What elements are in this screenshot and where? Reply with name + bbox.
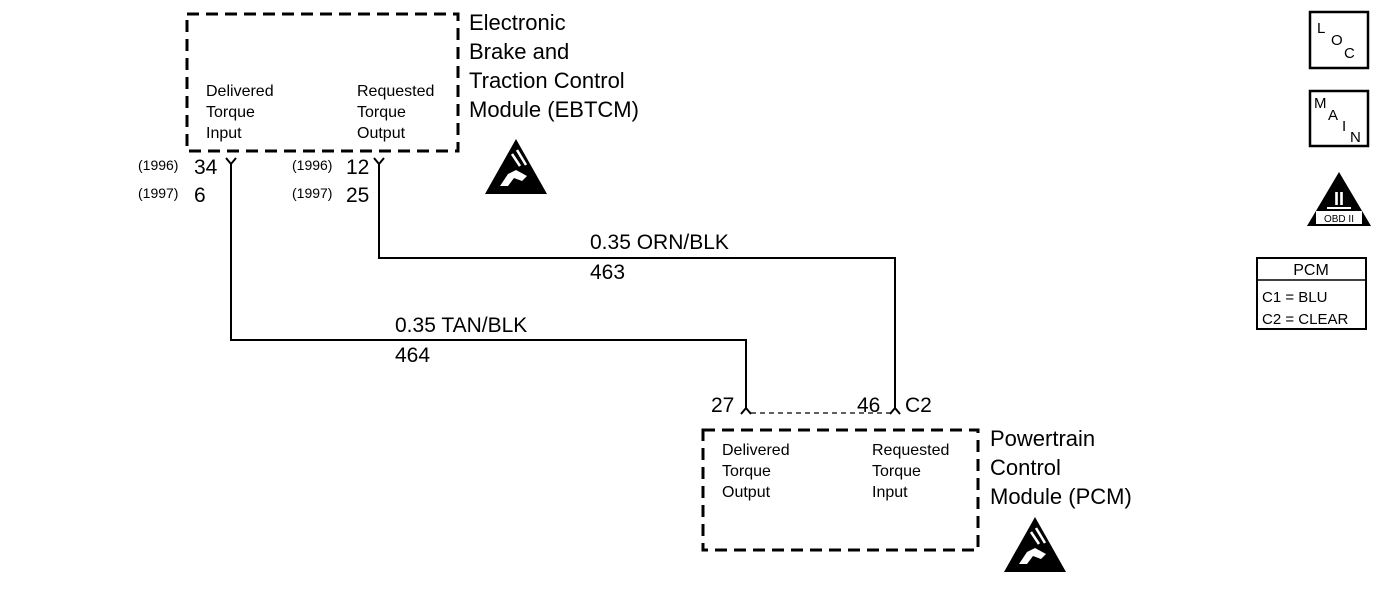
ebtcm-left-pin-1996: 34 bbox=[194, 156, 218, 179]
pcm-title-line-3: Module (PCM) bbox=[990, 484, 1132, 509]
ebtcm-left-func-2: Torque bbox=[206, 104, 255, 121]
loc-letter-o: O bbox=[1331, 32, 1343, 49]
ebtcm-left-terminal-symbol bbox=[225, 157, 237, 166]
main-letter-i: I bbox=[1342, 118, 1346, 135]
wire-464-circuit: 464 bbox=[395, 344, 430, 367]
esd-warning-icon bbox=[485, 139, 547, 194]
pcm-pin-27-terminal-symbol bbox=[740, 406, 752, 415]
ebtcm-left-pin-1997: 6 bbox=[194, 184, 206, 207]
main-legend-box: M A I N bbox=[1308, 89, 1370, 148]
pcm-left-func-1: Delivered bbox=[722, 442, 790, 459]
ebtcm-left-pin-year-1996: (1996) bbox=[138, 157, 178, 173]
ebtcm-right-pin-1996: 12 bbox=[346, 156, 369, 179]
wire-464: 0.35 TAN/BLK 464 bbox=[225, 157, 752, 415]
loc-letter-l: L bbox=[1317, 20, 1325, 37]
ebtcm-left-func-3: Input bbox=[206, 125, 242, 142]
loc-legend-box: L O C bbox=[1308, 10, 1370, 70]
ebtcm-right-terminal-symbol bbox=[373, 157, 385, 166]
wire-463-label: 0.35 ORN/BLK bbox=[590, 231, 729, 254]
ebtcm-dashed-box bbox=[185, 12, 460, 153]
pcm-title-line-2: Control bbox=[990, 455, 1061, 480]
ebtcm-right-pin-1997: 25 bbox=[346, 184, 369, 207]
wire-464-label: 0.35 TAN/BLK bbox=[395, 314, 527, 337]
ebtcm-right-func-3: Output bbox=[357, 125, 406, 142]
ebtcm-title-line-1: Electronic bbox=[469, 10, 566, 35]
obd-ii-triangle-icon: II OBD II bbox=[1307, 172, 1371, 226]
obd-label: OBD II bbox=[1324, 214, 1354, 225]
ebtcm-right-pin-year-1996: (1996) bbox=[292, 157, 332, 173]
wire-463-circuit: 463 bbox=[590, 261, 625, 284]
ebtcm-right-func-1: Requested bbox=[357, 83, 434, 100]
pcm-pin-46: 46 bbox=[857, 394, 880, 417]
obd-roman-numeral: II bbox=[1334, 189, 1344, 209]
pcm-table-row-c2: C2 = CLEAR bbox=[1262, 311, 1348, 328]
pcm-right-func-3: Input bbox=[872, 484, 908, 501]
pcm-pin-27: 27 bbox=[711, 394, 734, 417]
ebtcm-right-func-2: Torque bbox=[357, 104, 406, 121]
esd-warning-icon bbox=[1004, 517, 1066, 572]
loc-letter-c: C bbox=[1344, 45, 1355, 62]
ebtcm-left-pin-year-1997: (1997) bbox=[138, 185, 178, 201]
pcm-left-func-3: Output bbox=[722, 484, 771, 501]
pcm-right-func-2: Torque bbox=[872, 463, 921, 480]
pcm-pin-46-terminal-symbol bbox=[889, 406, 901, 415]
pcm-left-func-2: Torque bbox=[722, 463, 771, 480]
ebtcm-module: Electronic Brake and Traction Control Mo… bbox=[138, 10, 639, 207]
pcm-module: 27 46 C2 Delivered Torque Output Request… bbox=[701, 394, 1132, 572]
main-letter-n: N bbox=[1350, 129, 1361, 146]
pcm-right-func-1: Requested bbox=[872, 442, 949, 459]
pcm-table-row-c1: C1 = BLU bbox=[1262, 289, 1327, 306]
pcm-connector-table: PCM C1 = BLU C2 = CLEAR bbox=[1256, 257, 1367, 330]
ebtcm-title-line-4: Module (EBTCM) bbox=[469, 97, 639, 122]
main-letter-m: M bbox=[1314, 95, 1327, 112]
wire-463: 0.35 ORN/BLK 463 bbox=[373, 157, 901, 415]
ebtcm-left-func-1: Delivered bbox=[206, 83, 274, 100]
pcm-connector-label: C2 bbox=[905, 394, 932, 417]
pcm-table-header: PCM bbox=[1293, 262, 1329, 279]
main-letter-a: A bbox=[1328, 107, 1338, 124]
ebtcm-title-line-2: Brake and bbox=[469, 39, 569, 64]
pcm-title-line-1: Powertrain bbox=[990, 426, 1095, 451]
ebtcm-right-pin-year-1997: (1997) bbox=[292, 185, 332, 201]
pcm-dashed-box bbox=[701, 428, 980, 552]
ebtcm-title-line-3: Traction Control bbox=[469, 68, 625, 93]
